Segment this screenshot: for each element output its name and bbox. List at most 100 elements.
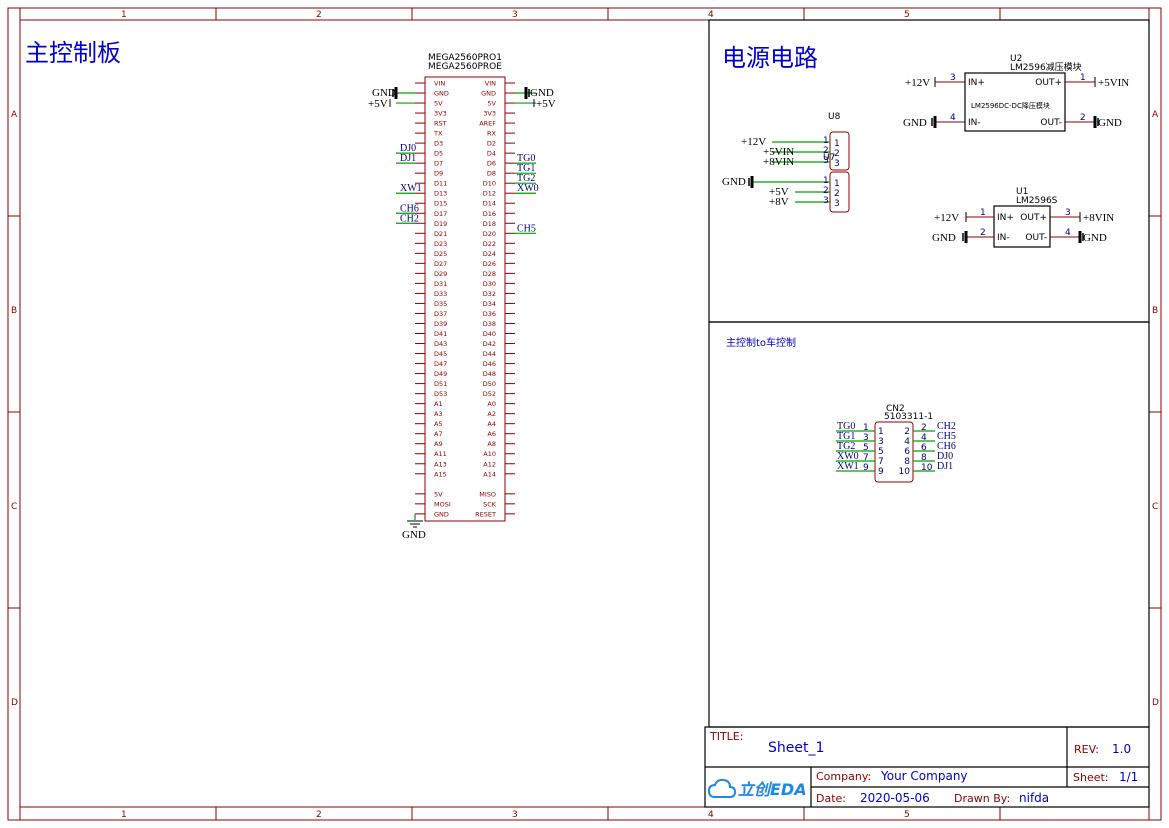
mega-left-pin-label: TX xyxy=(433,130,443,138)
mega-left-net: CH6 xyxy=(400,203,419,214)
mega-left-pin-label: RST xyxy=(434,120,447,128)
mega-right-pin-label: D8 xyxy=(487,170,496,178)
u8-bottom-net: +5V xyxy=(769,186,789,198)
reg-pin-num: 4 xyxy=(950,113,956,123)
mega-left-pin-label: GND xyxy=(434,90,449,98)
u1-ref: U1 xyxy=(1016,187,1028,197)
mega-left-pin-label: D53 xyxy=(434,390,447,398)
title-block: TITLE: Sheet_1 REV: 1.0 Company: Your Co… xyxy=(704,726,1150,808)
u8-ref-b: U7 xyxy=(823,153,835,163)
u8-bottom-pin-num: 2 xyxy=(823,186,829,196)
mega2560-module: MEGA2560PRO1 MEGA2560PROE xyxy=(424,53,506,522)
cn2-left-pin-num: 5 xyxy=(863,443,869,453)
mega-right-pin-label: D22 xyxy=(483,240,496,248)
mega-left-pin-label: A15 xyxy=(434,470,447,478)
mega-right-pin-label: D46 xyxy=(483,360,496,368)
u8-top-pin-label: 3 xyxy=(834,159,840,169)
cn2-right-pin-num: 6 xyxy=(921,443,927,453)
u8-top-net: +5VIN xyxy=(763,146,794,158)
schematic-wiring: VINGND5V3V3RSTTXD3D5D7D9D11D13D15D17D19D… xyxy=(368,73,1129,541)
title-label: TITLE: xyxy=(709,730,743,743)
u8-top-pin-label: 2 xyxy=(834,149,840,159)
reg-net: +12V xyxy=(934,212,959,224)
reg-net: +12V xyxy=(905,77,930,89)
mega-right-pin-label: A14 xyxy=(483,470,496,478)
cn2-right-net: DJ0 xyxy=(937,451,953,462)
mega-left-pin-label: D25 xyxy=(434,250,447,258)
sheet-label: Sheet: xyxy=(1073,771,1109,784)
u8-ref: U8 xyxy=(828,112,841,122)
ruler-col-bottom: 4 xyxy=(708,810,714,820)
reg-net: GND xyxy=(932,232,956,244)
mega-left-pin-label: 5V xyxy=(434,100,443,108)
mega-right-net: TG0 xyxy=(517,153,535,164)
mega-right-pin-label: D14 xyxy=(483,200,496,208)
mega-right-pin-label: AREF xyxy=(479,120,496,128)
mega-right-pin-label: D38 xyxy=(483,320,496,328)
ruler-col-top: 3 xyxy=(512,10,518,20)
mega-right-net: XW0 xyxy=(517,183,539,194)
reg-pin-label: IN- xyxy=(968,118,981,128)
mega-right-pin-label: D30 xyxy=(483,280,496,288)
mega-left-pin-label: D19 xyxy=(434,220,447,228)
cn2-ref: CN2 xyxy=(886,404,905,414)
company-label: Company: xyxy=(816,770,871,783)
mega-left-pin-label: D41 xyxy=(434,330,447,338)
cn2-left-net: XW0 xyxy=(837,451,859,462)
mega-right-pin-label: D2 xyxy=(487,140,496,148)
cn2-right-net: DJ1 xyxy=(937,461,953,472)
mega-left-net: DJ0 xyxy=(400,143,416,154)
mega-ref-2: MEGA2560PROE xyxy=(428,62,502,72)
cn2-right-pin-num: 10 xyxy=(921,463,933,473)
mega-right-pin-label: A6 xyxy=(487,430,496,438)
date-value: 2020-05-06 xyxy=(860,791,930,805)
mega-left-pin-label: VIN xyxy=(434,80,445,88)
mega-body xyxy=(424,76,506,522)
mega-right-pin-label: D28 xyxy=(483,270,496,278)
cn2-right-pin-label: 8 xyxy=(904,457,910,467)
ruler-col-bottom: 5 xyxy=(904,810,910,820)
mega-right-pin-label: VIN xyxy=(485,80,496,88)
reg-pin-label: OUT+ xyxy=(1020,213,1047,223)
mega-right-pin-label: D20 xyxy=(483,230,496,238)
cn2-left-pin-label: 1 xyxy=(878,427,884,437)
cn2-connector: CN2 5103311-1 xyxy=(874,404,933,483)
ruler-row-right: B xyxy=(1152,306,1158,316)
mega-left-pin-label: D5 xyxy=(434,150,443,158)
mega-left-pin-label: MOSI xyxy=(434,500,451,508)
mega-right-pin-label: D40 xyxy=(483,330,496,338)
u1-body xyxy=(993,205,1051,248)
reg-net: GND xyxy=(1083,232,1107,244)
mega-right-net: +5V xyxy=(536,98,556,110)
u8-bottom-net: GND xyxy=(722,176,746,188)
u8-bottom-pin-label: 3 xyxy=(834,199,840,209)
mega-left-pin-label: A1 xyxy=(434,400,443,408)
rev-value: 1.0 xyxy=(1112,742,1131,756)
u8-body-top xyxy=(829,131,850,171)
mega-left-pin-label: GND xyxy=(434,510,449,518)
cn2-right-pin-label: 2 xyxy=(904,427,910,437)
reg-net: +5VIN xyxy=(1098,77,1129,89)
reg-pin-label: OUT+ xyxy=(1035,78,1062,88)
cn2-left-pin-num: 7 xyxy=(863,453,869,463)
u8-top-net: +8VIN xyxy=(763,156,794,168)
ruler-col-top: 2 xyxy=(316,10,322,20)
cn2-left-net: TG0 xyxy=(837,421,855,432)
ruler-row-right: C xyxy=(1152,502,1158,512)
mega-right-net: CH5 xyxy=(517,223,536,234)
reg-pin-label: IN+ xyxy=(997,213,1014,223)
reg-pin-num: 3 xyxy=(1065,208,1071,218)
u2-name: LM2596减压模块 xyxy=(1010,61,1082,73)
mega-left-pin-label: D11 xyxy=(434,180,447,188)
mega-left-pin-label: D49 xyxy=(434,370,447,378)
mega-right-pin-label: D44 xyxy=(483,350,496,358)
main-board-title: 主控制板 xyxy=(25,39,121,67)
mega-right-net: TG1 xyxy=(517,163,535,174)
cn2-left-pin-label: 3 xyxy=(878,437,884,447)
mega-right-pin-label: A2 xyxy=(487,410,496,418)
mega-right-pin-label: RX xyxy=(487,130,497,138)
u8-top-pin-label: 1 xyxy=(834,139,840,149)
mega-right-pin-label: D18 xyxy=(483,220,496,228)
u8-top-pin-num: 2 xyxy=(823,146,829,156)
cn2-right-net: CH5 xyxy=(937,431,956,442)
